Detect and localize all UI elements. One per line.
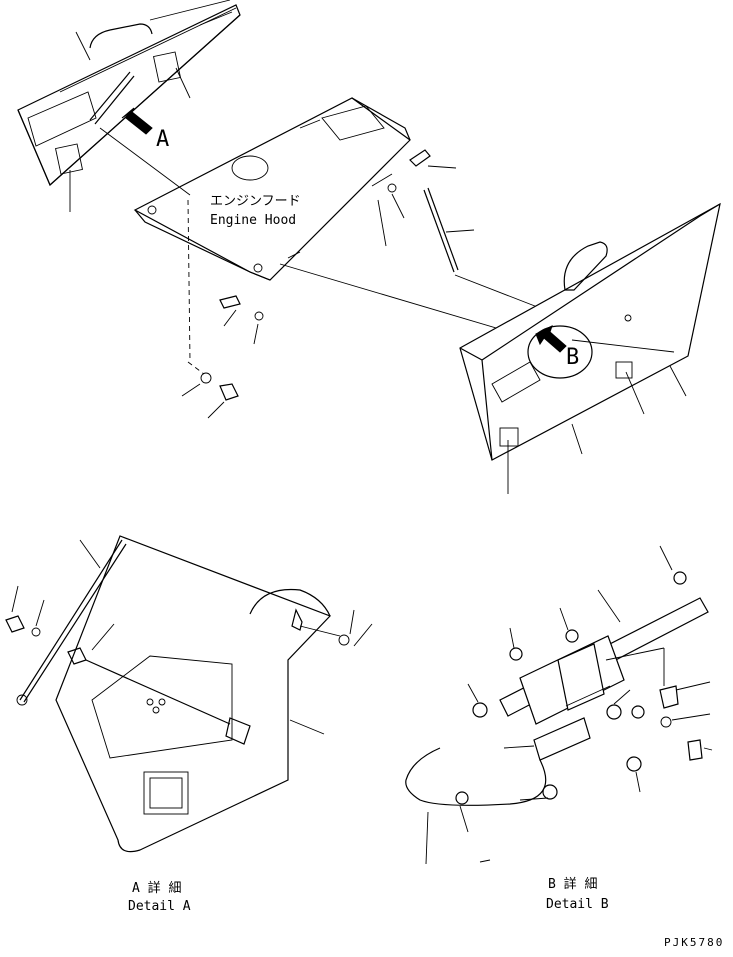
leader-lines-top-left <box>69 31 191 212</box>
arrow-a-label: A <box>156 127 169 152</box>
leader-lines-right-cover <box>507 365 687 494</box>
hood-label-jp: エンジンフード <box>210 194 301 209</box>
arrow-b-label: B <box>566 345 579 370</box>
side-cover-right: B <box>459 202 721 461</box>
detail-a-title-jp: A 詳 細 <box>132 880 181 896</box>
detail-b-title-en: Detail B <box>546 897 609 912</box>
detail-b-leader-lines <box>425 545 713 865</box>
detail-b-assembly <box>405 571 709 806</box>
drawing-code: PJK5780 <box>664 936 724 949</box>
arrow-a: A <box>121 107 169 152</box>
detail-a-fasteners <box>5 539 373 735</box>
side-cover-left <box>17 0 241 187</box>
hood-cap <box>231 155 269 181</box>
detail-b-title-jp: B 詳 細 <box>548 876 597 892</box>
hood-bolts <box>181 295 264 419</box>
detail-a-title-en: Detail A <box>128 899 191 914</box>
detail-a-panel <box>16 535 341 853</box>
hood-label-en: Engine Hood <box>210 213 296 228</box>
hood-fasteners <box>377 149 475 273</box>
engine-hood: エンジンフード Engine Hood <box>133 97 411 281</box>
